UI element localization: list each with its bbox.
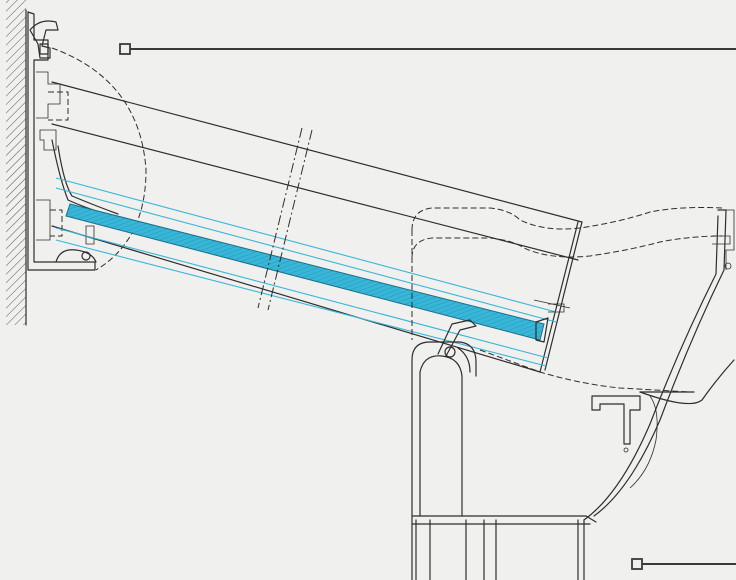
gutter bbox=[583, 209, 735, 521]
gutter-outline bbox=[411, 207, 723, 393]
lower-callout-marker bbox=[631, 558, 643, 570]
post bbox=[411, 319, 597, 580]
rafter bbox=[51, 81, 583, 373]
upper-callout bbox=[119, 43, 736, 55]
end-cap bbox=[533, 299, 571, 313]
wall bbox=[6, 0, 27, 326]
detail-circle bbox=[51, 47, 147, 271]
upper-callout-marker bbox=[119, 43, 131, 55]
glazing-lines bbox=[55, 177, 557, 367]
wall-hatch bbox=[6, 0, 26, 325]
lower-callout bbox=[631, 558, 736, 570]
glazing-panel bbox=[65, 203, 545, 341]
break-lines bbox=[257, 127, 313, 311]
wall-profile bbox=[27, 11, 121, 271]
